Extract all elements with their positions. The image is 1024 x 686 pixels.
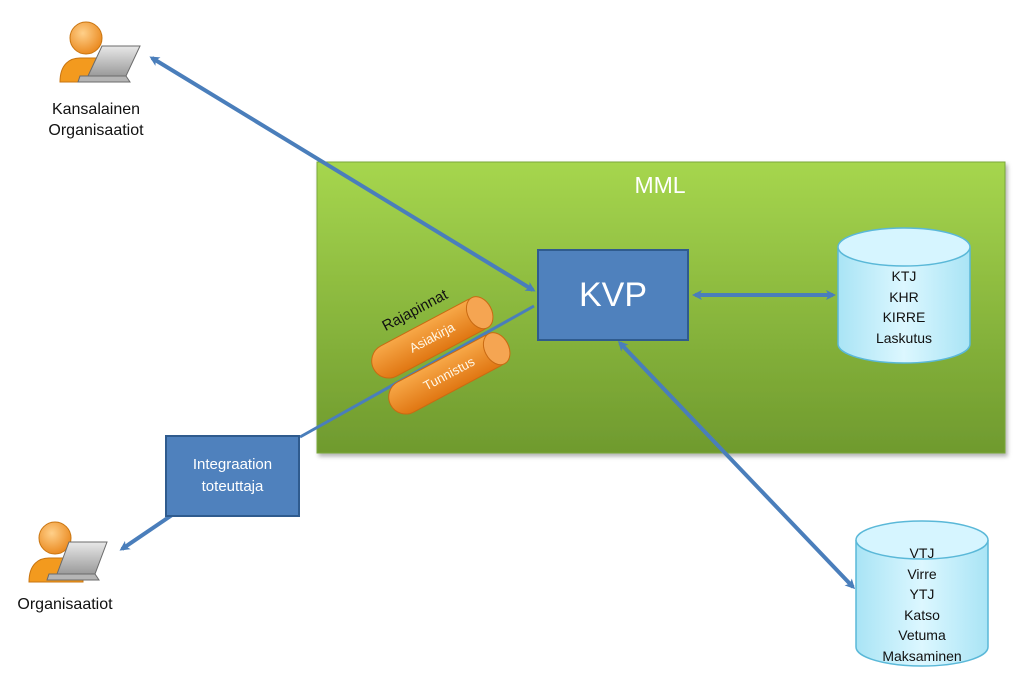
- integration-line-2: toteuttaja: [201, 478, 264, 495]
- interface-asiakirja-pill: [371, 296, 494, 379]
- arrow-kvp-db-external: [617, 340, 856, 590]
- integration-label: Integraation toteuttaja: [166, 436, 299, 516]
- db-internal-list: KTJ KHR KIRRE Laskutus: [844, 266, 964, 348]
- db-internal-item: KHR: [889, 288, 919, 305]
- actor-top-line-2: Organisaatiot: [48, 122, 144, 139]
- db-internal-cylinder: [837, 227, 971, 364]
- mml-title: MML: [634, 172, 686, 198]
- db-external-cylinder: [855, 520, 989, 667]
- db-external-item: Vetuma: [898, 627, 946, 643]
- db-internal-item: Laskutus: [875, 329, 933, 346]
- user-laptop-icon: [28, 521, 108, 583]
- db-internal-item: KIRRE: [882, 309, 926, 325]
- integration-box: [165, 435, 300, 517]
- arrow-integration-organisations: [119, 513, 174, 551]
- actor-bottom-line-1: Organisaatiot: [17, 596, 113, 613]
- interface-tunnistus-pill: [388, 332, 511, 415]
- db-external-item: Virre: [907, 565, 937, 582]
- kvp-box: [537, 249, 689, 341]
- user-laptop-icon: [59, 21, 141, 83]
- arrow-citizen-kvp: [149, 56, 536, 292]
- actor-top-label: Kansalainen Organisaatiot: [1, 99, 191, 141]
- integration-line-1: Integraation: [192, 456, 273, 473]
- db-internal-item: KTJ: [891, 268, 917, 284]
- kvp-label: KVP: [578, 276, 648, 314]
- db-external-item: VTJ: [909, 545, 935, 561]
- db-external-item: Katso: [904, 606, 940, 623]
- actor-top-line-1: Kansalainen: [51, 101, 141, 118]
- actor-bottom-label: Organisaatiot: [0, 594, 160, 615]
- db-external-list: VTJ Virre YTJ Katso Vetuma Maksaminen: [862, 543, 982, 666]
- db-external-item: Maksaminen: [882, 647, 962, 664]
- db-external-item: YTJ: [909, 586, 935, 602]
